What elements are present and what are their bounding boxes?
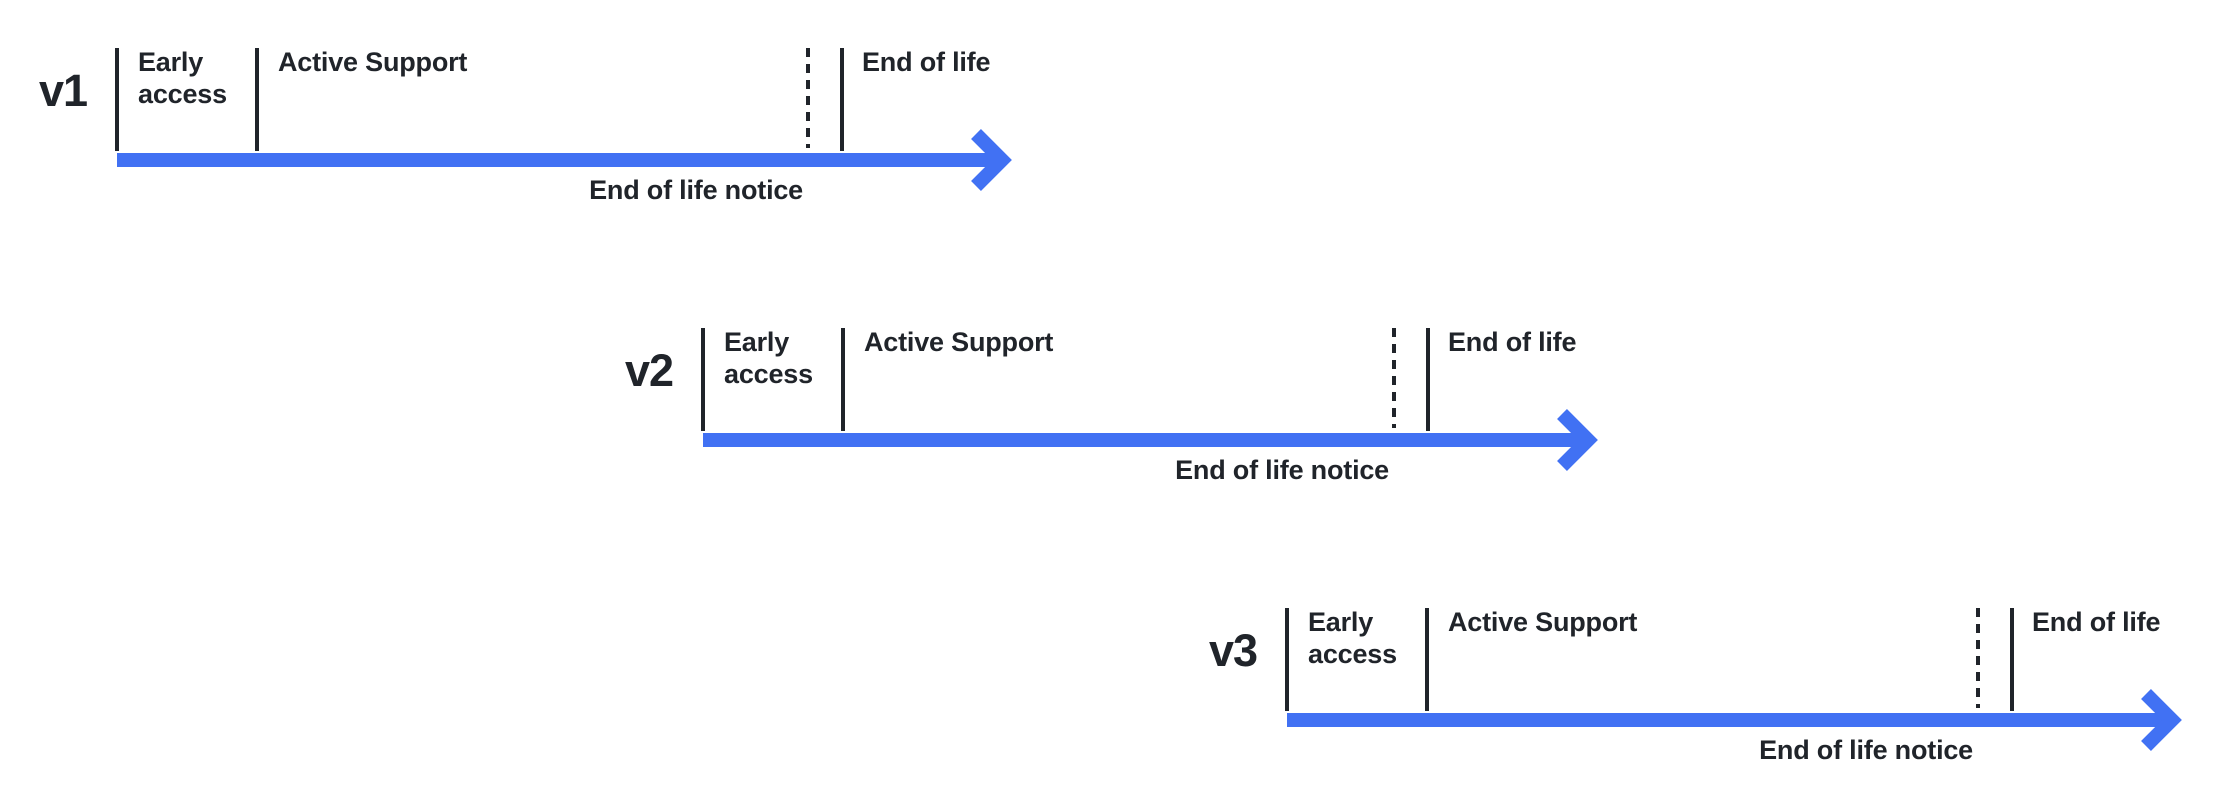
version-label: v1 bbox=[38, 65, 88, 116]
active-support-tick bbox=[841, 328, 845, 431]
early-access-label: Early access bbox=[138, 47, 227, 109]
early-access-tick bbox=[115, 48, 119, 151]
active-support-tick bbox=[255, 48, 259, 151]
end-of-life-tick bbox=[840, 48, 844, 151]
timeline-row-v1: v1 Early access Active Support End of li… bbox=[17, 47, 1027, 223]
timeline-row-v3: v3 Early access Active Support End of li… bbox=[1187, 607, 2197, 783]
arrow-shaft bbox=[1287, 713, 2165, 727]
end-of-life-notice-label: End of life notice bbox=[1759, 735, 1973, 765]
arrow-head-icon bbox=[1557, 409, 1598, 471]
arrow-shaft bbox=[117, 153, 995, 167]
end-of-life-notice-label: End of life notice bbox=[1175, 455, 1389, 485]
arrow-head-icon bbox=[971, 129, 1012, 191]
end-of-life-tick bbox=[1426, 328, 1430, 431]
early-access-tick bbox=[1285, 608, 1289, 711]
active-support-label: Active Support bbox=[864, 327, 1054, 357]
timeline-arrow-icon bbox=[117, 129, 1012, 191]
early-access-label: Early access bbox=[1308, 607, 1397, 669]
end-of-life-notice-label: End of life notice bbox=[589, 175, 803, 205]
timeline-row-v2: v2 Early access Active Support End of li… bbox=[603, 327, 1613, 503]
end-of-life-label: End of life bbox=[2032, 607, 2161, 637]
eol-notice-dashed-tick bbox=[1976, 608, 1980, 708]
timeline-arrow-icon bbox=[703, 409, 1598, 471]
early-access-label: Early access bbox=[724, 327, 813, 389]
active-support-label: Active Support bbox=[278, 47, 468, 77]
eol-notice-dashed-tick bbox=[1392, 328, 1396, 428]
end-of-life-label: End of life bbox=[1448, 327, 1577, 357]
version-label: v2 bbox=[624, 345, 674, 396]
arrow-head-icon bbox=[2141, 689, 2182, 751]
end-of-life-label: End of life bbox=[862, 47, 991, 77]
active-support-label: Active Support bbox=[1448, 607, 1638, 637]
active-support-tick bbox=[1425, 608, 1429, 711]
arrow-shaft bbox=[703, 433, 1581, 447]
early-access-tick bbox=[701, 328, 705, 431]
eol-notice-dashed-tick bbox=[806, 48, 810, 148]
version-label: v3 bbox=[1208, 625, 1258, 676]
end-of-life-tick bbox=[2010, 608, 2014, 711]
timeline-arrow-icon bbox=[1287, 689, 2182, 751]
